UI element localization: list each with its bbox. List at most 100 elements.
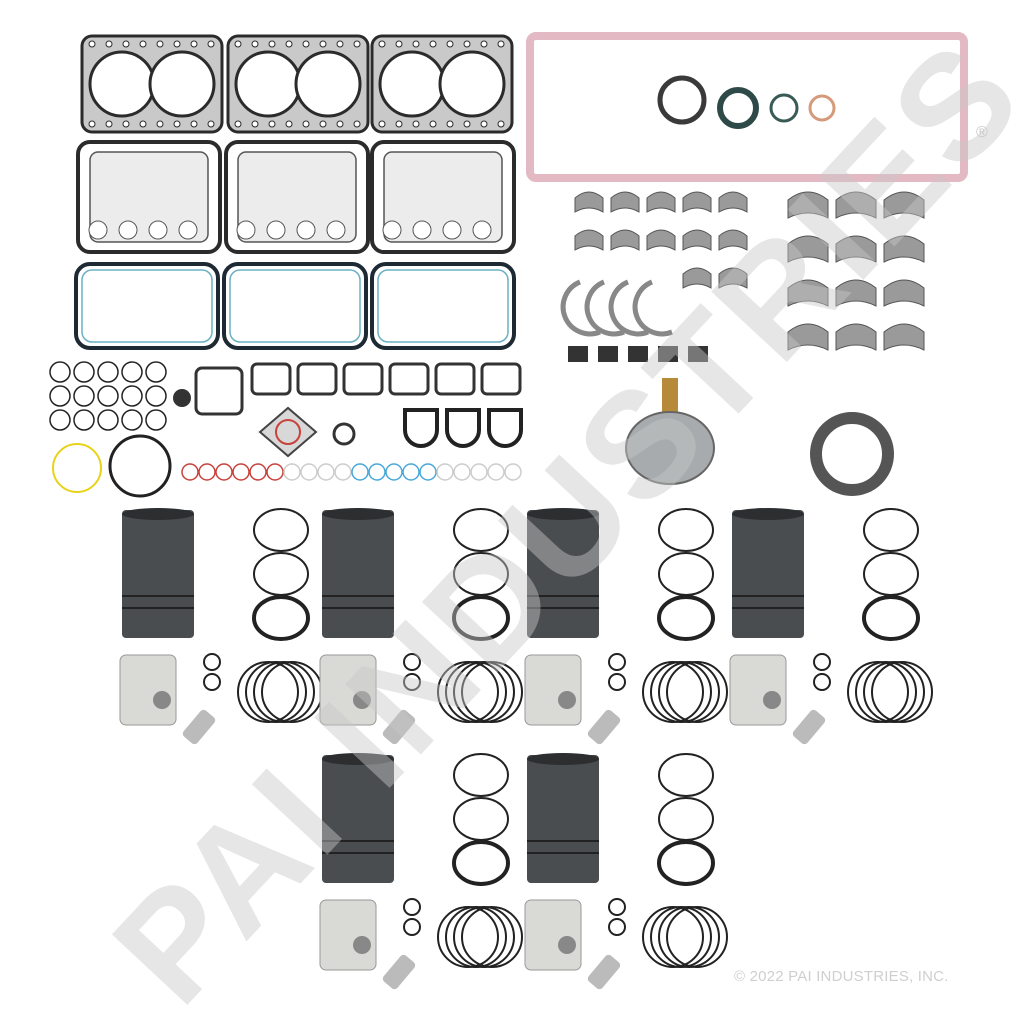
piston-ring bbox=[437, 906, 499, 968]
u-gasket bbox=[445, 408, 481, 448]
liner-seal-ring bbox=[657, 840, 715, 886]
bolt-hole bbox=[463, 40, 471, 48]
cylinder-kit bbox=[119, 508, 323, 745]
o-ring bbox=[769, 93, 799, 123]
bolt-hole bbox=[336, 120, 344, 128]
port-cutout bbox=[472, 220, 492, 240]
cylinder-bore bbox=[88, 50, 156, 118]
cylinder-liner bbox=[122, 510, 194, 638]
o-ring bbox=[145, 385, 167, 407]
main-bearing bbox=[883, 235, 925, 263]
bolt-hole bbox=[285, 40, 293, 48]
liner-o-ring bbox=[181, 463, 199, 481]
piston-ring bbox=[461, 906, 523, 968]
main-bearing bbox=[787, 323, 829, 351]
rod-bearing bbox=[646, 191, 676, 213]
o-ring bbox=[121, 361, 143, 383]
piston-pin-bore bbox=[558, 691, 576, 709]
thrust-washer bbox=[584, 279, 625, 337]
cylinder-bore bbox=[378, 50, 446, 118]
piston-ring bbox=[642, 661, 704, 723]
liner-seal-ring bbox=[253, 552, 309, 596]
bolt-hole bbox=[336, 40, 344, 48]
bolt-hole bbox=[446, 40, 454, 48]
intake-gasket bbox=[296, 362, 338, 396]
bolt-hole bbox=[88, 120, 96, 128]
piston-ring bbox=[650, 906, 712, 968]
rod-bearing bbox=[682, 191, 712, 213]
liner-o-ring bbox=[300, 463, 318, 481]
piston-pin bbox=[792, 709, 826, 745]
snap-ring bbox=[608, 673, 626, 691]
liner-o-ring bbox=[402, 463, 420, 481]
liner-seal-ring bbox=[862, 595, 920, 641]
liner-o-ring bbox=[504, 463, 522, 481]
snap-ring bbox=[403, 918, 421, 936]
liner-o-ring bbox=[317, 463, 335, 481]
piston-ring bbox=[650, 661, 712, 723]
piston-ring bbox=[666, 906, 728, 968]
liner-seal-ring bbox=[452, 595, 510, 641]
bolt-hole bbox=[319, 120, 327, 128]
liner-seal-ring bbox=[658, 753, 714, 797]
liner-top bbox=[527, 508, 599, 520]
piston bbox=[319, 899, 377, 971]
u-gasket bbox=[403, 408, 439, 448]
piston-ring bbox=[666, 661, 728, 723]
bolt-hole bbox=[207, 40, 215, 48]
bolt-hole bbox=[268, 120, 276, 128]
cylinder-kit bbox=[524, 753, 728, 990]
intake-gasket bbox=[250, 362, 292, 396]
cylinder-bore bbox=[294, 50, 362, 118]
liner-o-ring bbox=[283, 463, 301, 481]
piston bbox=[119, 654, 177, 726]
piston-pin bbox=[587, 709, 621, 745]
bolt-hole bbox=[429, 120, 437, 128]
intake-gasket bbox=[480, 362, 522, 396]
piston-ring bbox=[855, 661, 917, 723]
bolt-hole bbox=[251, 40, 259, 48]
front-seal bbox=[717, 87, 759, 129]
bolt-hole bbox=[105, 40, 113, 48]
piston-ring bbox=[437, 661, 499, 723]
liner-seal-ring bbox=[658, 508, 714, 552]
snap-ring bbox=[608, 653, 626, 671]
port-cutout bbox=[296, 220, 316, 240]
cylinder-liner bbox=[527, 755, 599, 883]
o-ring bbox=[121, 385, 143, 407]
liner-o-ring bbox=[266, 463, 284, 481]
main-bearing bbox=[787, 235, 829, 263]
water-pump-gasket bbox=[258, 406, 318, 458]
rod-bearing bbox=[682, 267, 712, 289]
piston-ring bbox=[658, 661, 720, 723]
oil-pan-gasket bbox=[526, 32, 968, 182]
bolt-hole bbox=[319, 40, 327, 48]
liner-seal-ring bbox=[658, 797, 714, 841]
thrust-washer bbox=[560, 279, 601, 337]
bolt-hole bbox=[122, 40, 130, 48]
bolt-hole bbox=[105, 120, 113, 128]
o-ring bbox=[73, 385, 95, 407]
o-ring bbox=[49, 361, 71, 383]
main-bearing bbox=[835, 235, 877, 263]
piston bbox=[319, 654, 377, 726]
cylinder-kit bbox=[319, 508, 523, 745]
snap-ring bbox=[608, 918, 626, 936]
gasket-inner-bead bbox=[229, 269, 361, 343]
gasket-plate bbox=[383, 151, 503, 243]
piston-ring bbox=[863, 661, 925, 723]
liner-seal-ring bbox=[658, 552, 714, 596]
gasket-outline bbox=[370, 140, 516, 254]
o-ring bbox=[145, 361, 167, 383]
cylinder-bore bbox=[438, 50, 506, 118]
rear-main-seal bbox=[810, 412, 894, 496]
o-ring bbox=[145, 409, 167, 431]
liner-top bbox=[527, 753, 599, 765]
piston-pin bbox=[382, 709, 416, 745]
copyright-text: © 2022 PAI INDUSTRIES, INC. bbox=[734, 968, 949, 985]
bolt-hole bbox=[429, 40, 437, 48]
gasket-outline bbox=[224, 140, 370, 254]
o-ring bbox=[275, 419, 301, 445]
